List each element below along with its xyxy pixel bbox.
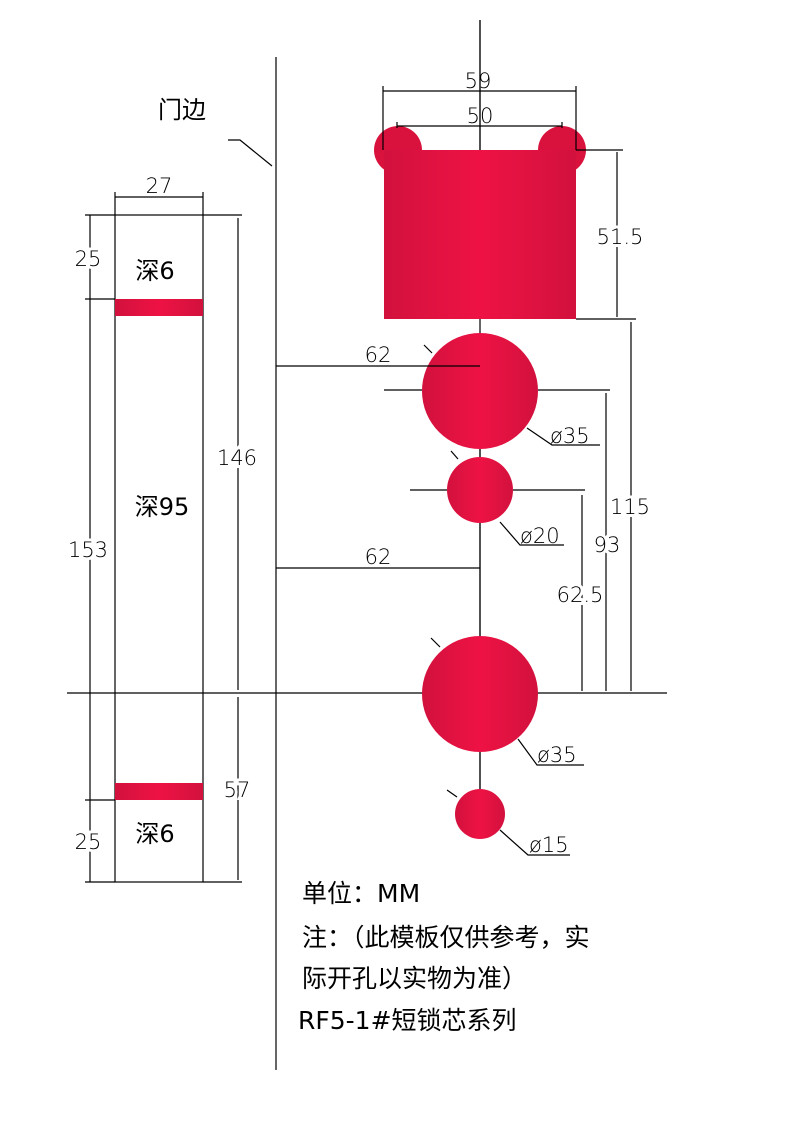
width-dim-text: 27: [146, 174, 173, 198]
backset-upper-text: 62: [365, 343, 392, 367]
cylinder-height-text: 51.5: [597, 225, 644, 249]
total-span-text: 153: [68, 538, 108, 562]
hole-3-35mm: [422, 636, 538, 752]
unit-note: 单位：MM: [302, 879, 420, 908]
disclaimer-line-1: 注：（此模板仅供参考，实: [302, 923, 590, 952]
dim-115-text: 115: [610, 495, 650, 519]
hole-4-15mm: [455, 789, 505, 839]
hole-1-diameter-text: ø35: [550, 424, 590, 448]
dim-93-text: 93: [594, 533, 621, 557]
right-template: 59 50 51.5 62 62 62.5 93 115 ø35 ø20: [276, 20, 653, 857]
top-recess-bar: [115, 299, 203, 316]
middle-depth-label: 深95: [135, 493, 190, 521]
hole-3-diameter-text: ø35: [537, 743, 577, 767]
door-edge-leader: [228, 139, 273, 167]
outer-width-text: 59: [465, 69, 492, 93]
bottom-recess-bar: [115, 783, 203, 800]
door-edge-label: 门边: [158, 96, 206, 124]
dim-62-5-text: 62.5: [557, 583, 604, 607]
hole-4-diameter-text: ø15: [529, 833, 569, 857]
backset-lower-text: 62: [365, 545, 392, 569]
top-depth-text: 25: [75, 247, 102, 271]
hole-1-35mm: [422, 333, 538, 449]
top-depth-label: 深6: [135, 257, 174, 285]
series-name: RF5-1#短锁芯系列: [298, 1006, 517, 1035]
hole-2-20mm: [447, 457, 513, 523]
right-dim-upper-text: 146: [217, 446, 257, 470]
strike-plate-outline: [114, 214, 204, 883]
bottom-depth-text: 25: [75, 830, 102, 854]
hole-2-diameter-text: ø20: [520, 524, 560, 548]
cylinder-cutout: [384, 150, 576, 319]
right-dim-lower-text: 57: [224, 778, 251, 802]
bottom-depth-label: 深6: [135, 820, 174, 848]
disclaimer-line-2: 际开孔以实物为准）: [302, 964, 527, 993]
inner-width-text: 50: [467, 104, 494, 128]
left-template: 27 25 153 25 146 57 深6 深95 深6: [65, 174, 260, 883]
